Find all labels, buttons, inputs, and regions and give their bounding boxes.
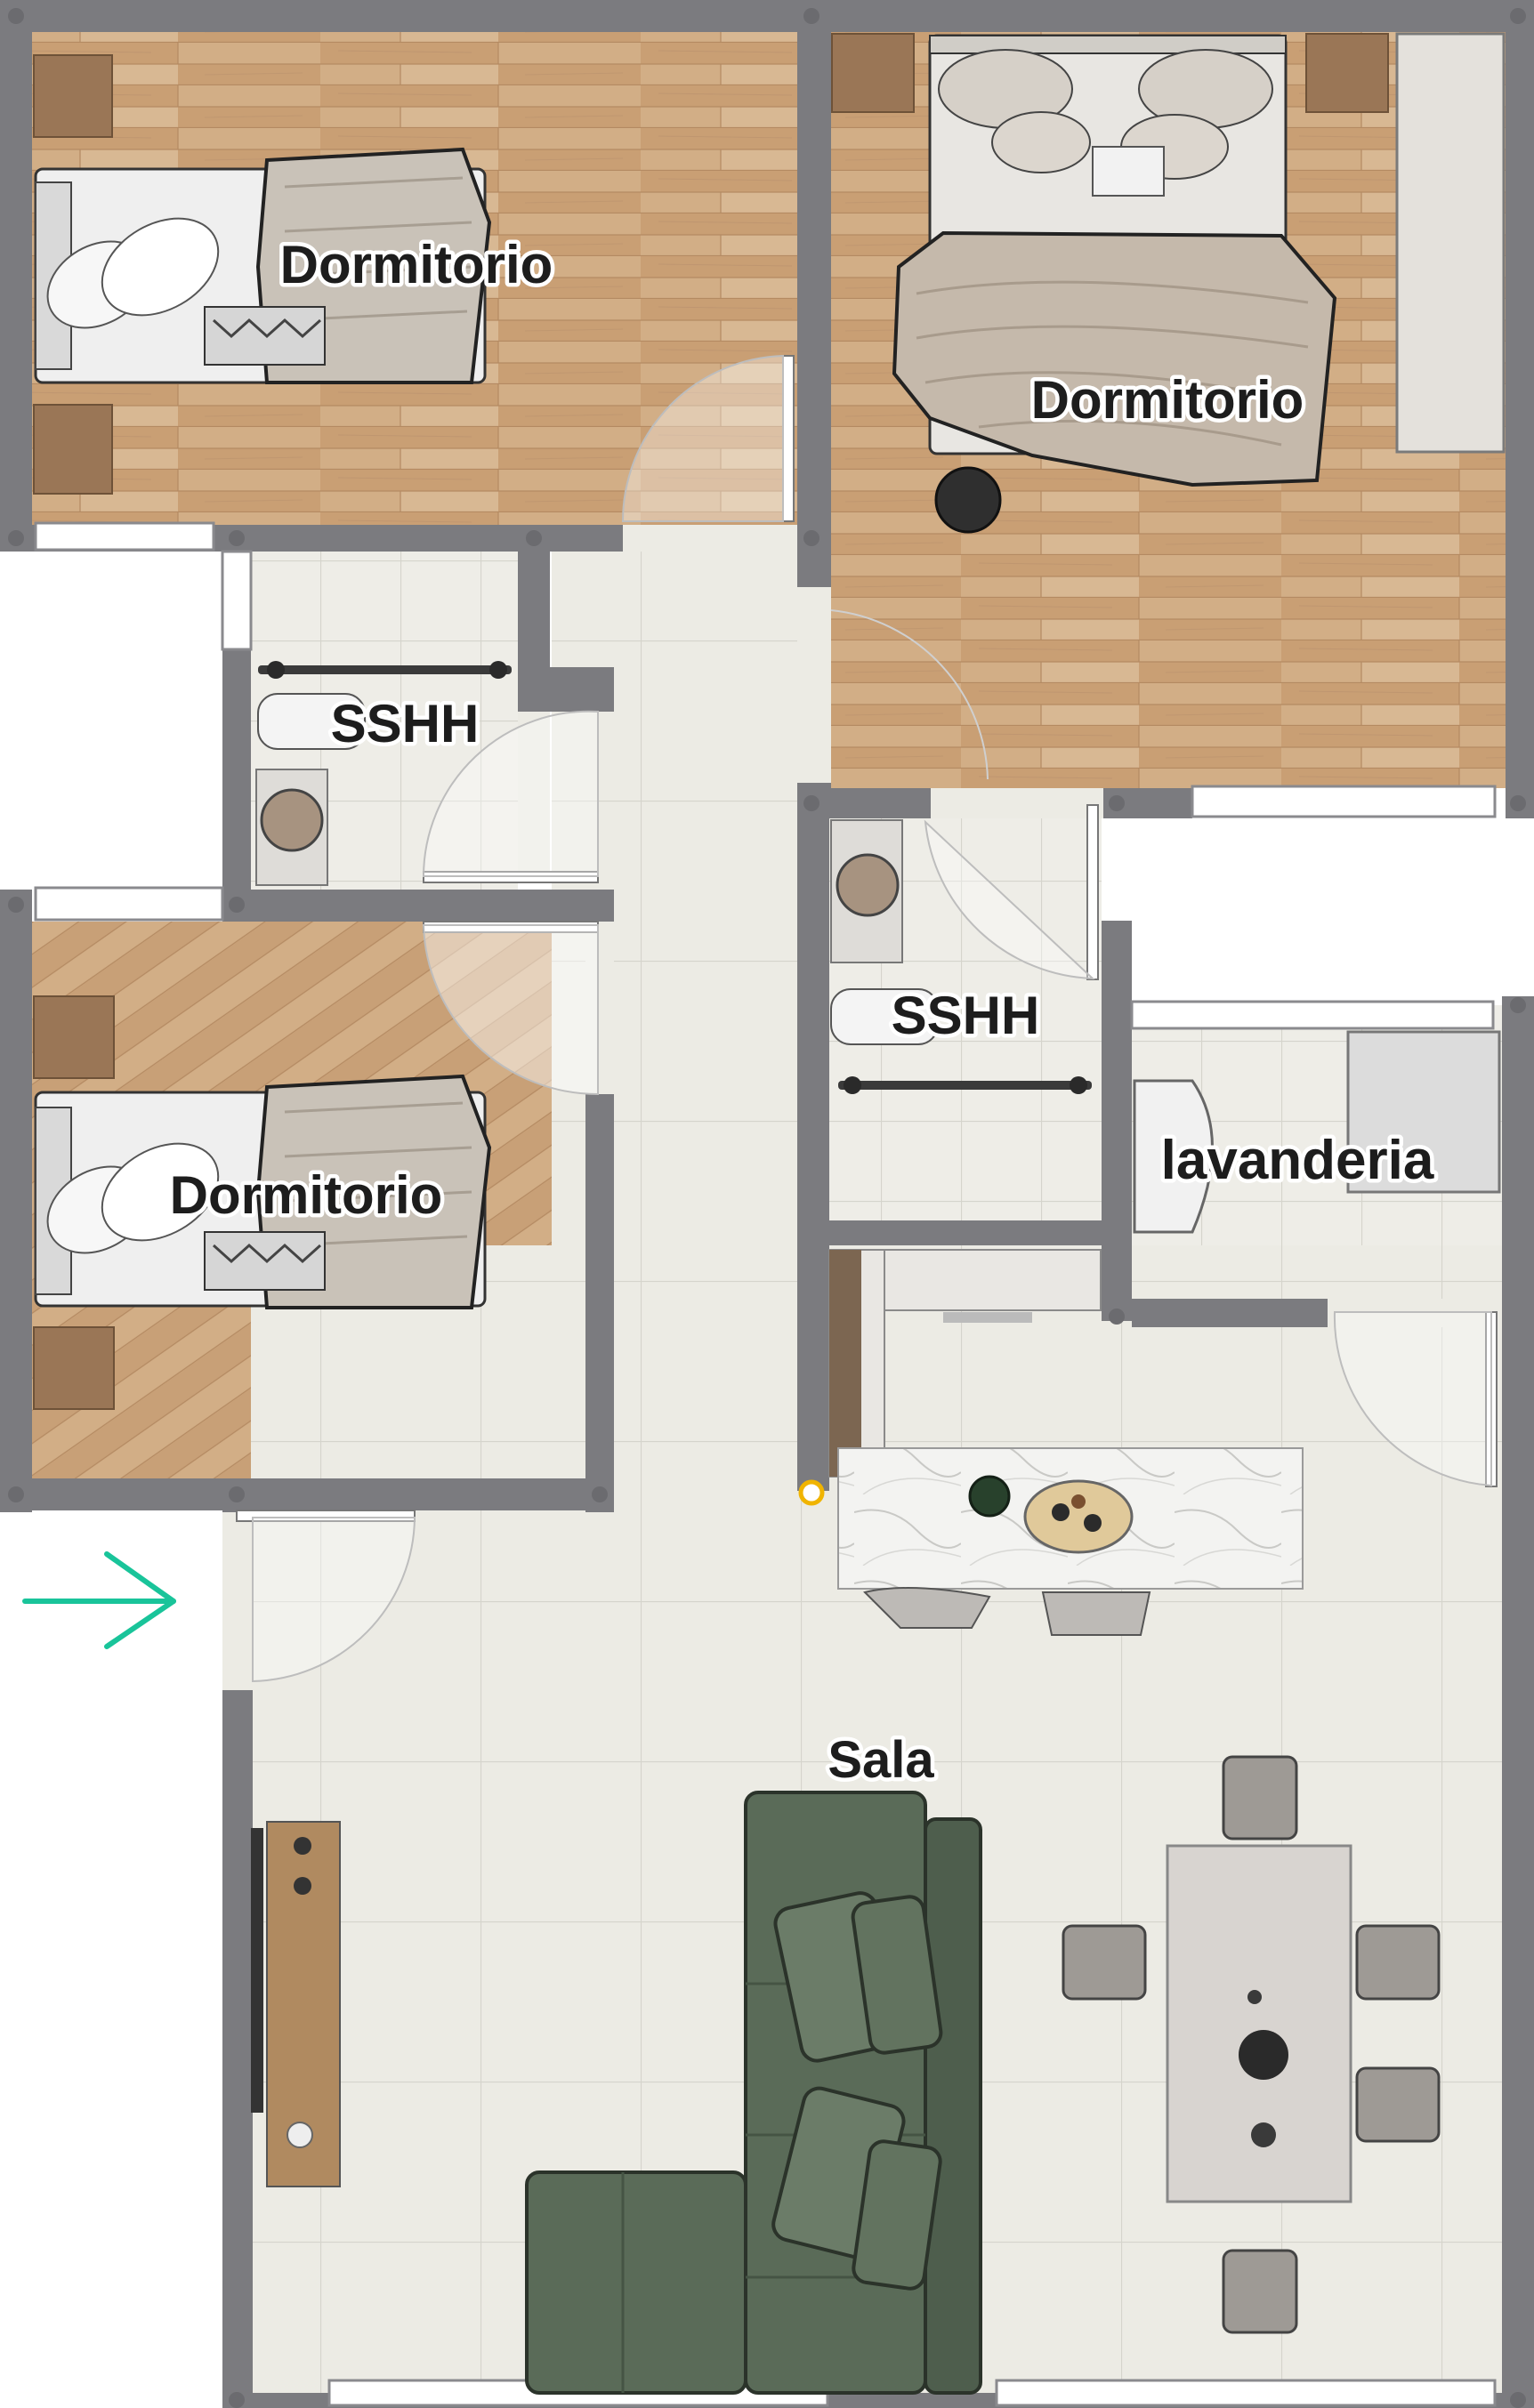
nightstand <box>33 1326 115 1410</box>
door-top-left-bedroom <box>621 354 795 522</box>
dining-chair <box>1222 1755 1298 1840</box>
dining-chair <box>1222 2249 1298 2334</box>
dining-chair <box>1355 2066 1441 2143</box>
wardrobe <box>1395 32 1506 454</box>
door-openings <box>222 525 1502 1690</box>
door-bath-left <box>422 710 599 883</box>
room-label-bedroom-master: Dormitorio <box>1031 370 1304 430</box>
door-master-bedroom <box>830 609 989 780</box>
room-label-bedroom-left: Dormitorio <box>170 1165 443 1225</box>
pillow <box>101 1142 220 1242</box>
room-label-bath-left: SSHH <box>331 694 480 753</box>
room-label-bath-center: SSHH <box>892 986 1040 1045</box>
sink <box>836 853 900 917</box>
cushion <box>851 1895 943 2055</box>
doors <box>236 354 1498 1683</box>
plant <box>968 1475 1011 1518</box>
sink <box>260 788 324 852</box>
kitchen <box>798 1249 1304 1636</box>
stool <box>863 1587 991 1629</box>
pillow <box>991 111 1091 173</box>
nightstand <box>831 33 915 113</box>
pillow <box>101 217 220 317</box>
shower-rail <box>258 665 512 674</box>
door-entrance <box>236 1510 416 1683</box>
wall-joint-markers <box>8 8 1526 2408</box>
door-bath-center <box>924 804 1099 980</box>
furniture-bedroom-left <box>33 995 492 1410</box>
door-laundry <box>1333 1311 1498 1487</box>
dining-chair <box>1355 1924 1441 2001</box>
nightstand <box>1305 33 1389 113</box>
living-furniture <box>251 1755 1441 2395</box>
laundry-sink <box>1133 1079 1214 1234</box>
room-labels: Dormitorio Dormitorio Dormitorio SSHH SS… <box>166 231 1438 1793</box>
sofa <box>525 1791 982 2395</box>
windows <box>34 521 1497 2407</box>
washing-machine <box>1346 1030 1501 1194</box>
fixtures-bath-left <box>255 661 512 886</box>
fixtures-bath-center <box>830 819 1092 1094</box>
room-label-bedroom-top-left: Dormitorio <box>280 235 553 294</box>
tv-panel <box>251 1828 263 2113</box>
toilet <box>830 988 939 1045</box>
blanket <box>892 230 1337 487</box>
nightstand <box>33 404 113 495</box>
fixtures-laundry <box>1133 1030 1501 1234</box>
nightstand <box>33 54 113 138</box>
door-left-bedroom <box>422 921 599 1096</box>
chair <box>934 466 1002 534</box>
dining-table <box>1166 1844 1352 2203</box>
floor-entry <box>222 1512 578 1690</box>
furniture-bedroom-master <box>831 32 1506 534</box>
cushion <box>852 2139 942 2291</box>
fruit-plate <box>1023 1479 1134 1554</box>
entrance-arrow-icon <box>22 1551 176 1649</box>
room-label-living: Sala <box>828 1731 934 1789</box>
room-label-laundry: lavanderia <box>1161 1130 1434 1191</box>
furniture-bedroom-top-left <box>33 54 492 495</box>
toilet <box>257 693 366 750</box>
wall-marker <box>798 1479 825 1506</box>
dining-chair <box>1062 1924 1147 2001</box>
nightstand <box>33 995 115 1079</box>
dining-set <box>1062 1755 1441 2334</box>
stool <box>1041 1591 1151 1636</box>
shower-rail <box>838 1081 1092 1090</box>
